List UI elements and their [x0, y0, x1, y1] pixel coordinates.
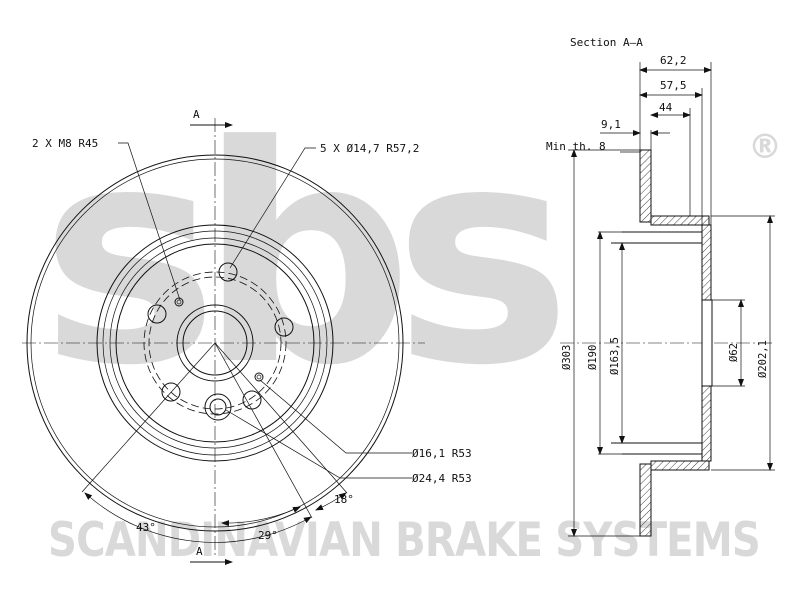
dim-d202-1-label: Ø202,1 — [757, 340, 769, 378]
hat-wall-upper — [650, 215, 710, 226]
leader-threaded-holes — [118, 142, 181, 301]
dim-d190-label: Ø190 — [587, 345, 599, 370]
center-bore-section — [701, 299, 713, 387]
registered-mark: ® — [748, 127, 782, 167]
section-marker-top: A — [193, 108, 200, 121]
angle-arc-29 — [221, 506, 301, 527]
bolt-hole — [147, 304, 167, 324]
leader-hole-small — [259, 379, 412, 454]
bolt-hole — [161, 382, 181, 402]
min-thickness-label: Min th. 8 — [546, 140, 606, 153]
bolt-hole — [218, 262, 238, 282]
hat-ring-2 — [109, 237, 321, 449]
angle-29-label: 29° — [258, 529, 278, 542]
center-bore — [182, 310, 248, 376]
hat-wall-lower — [650, 460, 710, 471]
angle-arc-18 — [315, 492, 347, 511]
front-view: A A 2 X M8 R45 5 X Ø14,7 R57,2 Ø16,1 R53… — [22, 108, 472, 565]
angle-arc-43 — [84, 492, 312, 543]
leader-hole-large — [225, 409, 412, 479]
bolt-hole — [274, 317, 294, 337]
hole-circle — [148, 276, 282, 410]
bolt-holes-label: 5 X Ø14,7 R57,2 — [320, 142, 419, 155]
hat-outer-ring — [102, 230, 328, 456]
section-title: Section A–A — [570, 36, 643, 49]
dim-d303-label: Ø303 — [561, 345, 573, 370]
friction-ring-lower — [639, 463, 652, 537]
threaded-hole — [254, 372, 264, 382]
section-view: Section A–A 62,2 57,5 44 9,1 Min th. 8 — [546, 36, 775, 537]
centering-hole-small — [209, 398, 227, 416]
angle-43-label: 43° — [136, 521, 156, 534]
leader-bolt-holes — [229, 147, 316, 269]
dim-57-5-label: 57,5 — [660, 79, 687, 92]
dim-d62-label: Ø62 — [728, 343, 740, 362]
section-marker-bottom: A — [196, 545, 203, 558]
bolt-hole — [242, 390, 262, 410]
hole-small-label: Ø16,1 R53 — [412, 447, 472, 460]
disc-outer-chamfer — [30, 158, 400, 528]
friction-ring-inner-edge — [96, 224, 334, 462]
dim-44-label: 44 — [659, 101, 673, 114]
centering-hole-large — [204, 393, 232, 421]
hat-ring-3 — [115, 243, 315, 443]
angle-18-label: 18° — [334, 493, 354, 506]
friction-ring-upper — [639, 149, 652, 223]
hole-large-label: Ø24,4 R53 — [412, 472, 472, 485]
disc-outer-edge — [26, 154, 404, 532]
dim-62-2-label: 62,2 — [660, 54, 687, 67]
sbs-logo-text: sbs — [40, 82, 562, 431]
dim-9-1-label: 9,1 — [601, 118, 621, 131]
center-bore-outer — [176, 304, 254, 382]
threaded-holes-label: 2 X M8 R45 — [32, 137, 98, 150]
dim-d163-5-label: Ø163,5 — [609, 337, 621, 375]
